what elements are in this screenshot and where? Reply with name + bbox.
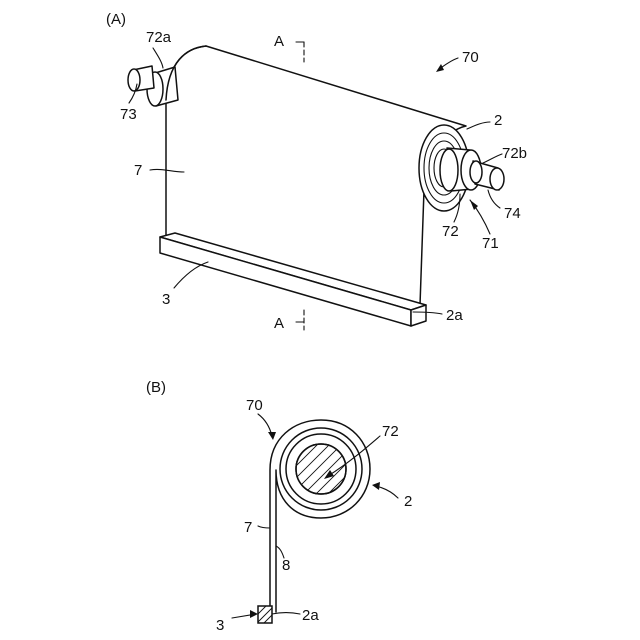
label-7-a: 7 (134, 162, 142, 179)
label-72-b: 72 (382, 423, 399, 440)
label-2a-a: 2a (446, 307, 463, 324)
label-2-b: 2 (404, 493, 412, 510)
label-73: 73 (120, 106, 137, 123)
label-72b: 72b (502, 145, 527, 162)
shaft-stub-left (128, 66, 154, 91)
label-72a: 72a (146, 29, 172, 46)
figure-b: (B) 70 72 2 7 8 3 2a (146, 379, 412, 634)
label-70-b: 70 (246, 397, 263, 414)
panel-label-a: (A) (106, 11, 126, 28)
section-mark-bottom: A (274, 315, 284, 332)
label-3-b: 3 (216, 617, 224, 634)
label-70-a: 70 (462, 49, 479, 66)
label-2-a: 2 (494, 112, 502, 129)
label-71: 71 (482, 235, 499, 252)
label-8: 8 (282, 557, 290, 574)
label-3-a: 3 (162, 291, 170, 308)
figure-a: (A) 72a A 70 73 2 72b 7 74 72 71 3 2a A (106, 11, 527, 332)
label-72: 72 (442, 223, 459, 240)
label-74: 74 (504, 205, 521, 222)
section-mark-top: A (274, 33, 284, 50)
panel-label-b: (B) (146, 379, 166, 396)
label-7-b: 7 (244, 519, 252, 536)
label-2a-b: 2a (302, 607, 319, 624)
